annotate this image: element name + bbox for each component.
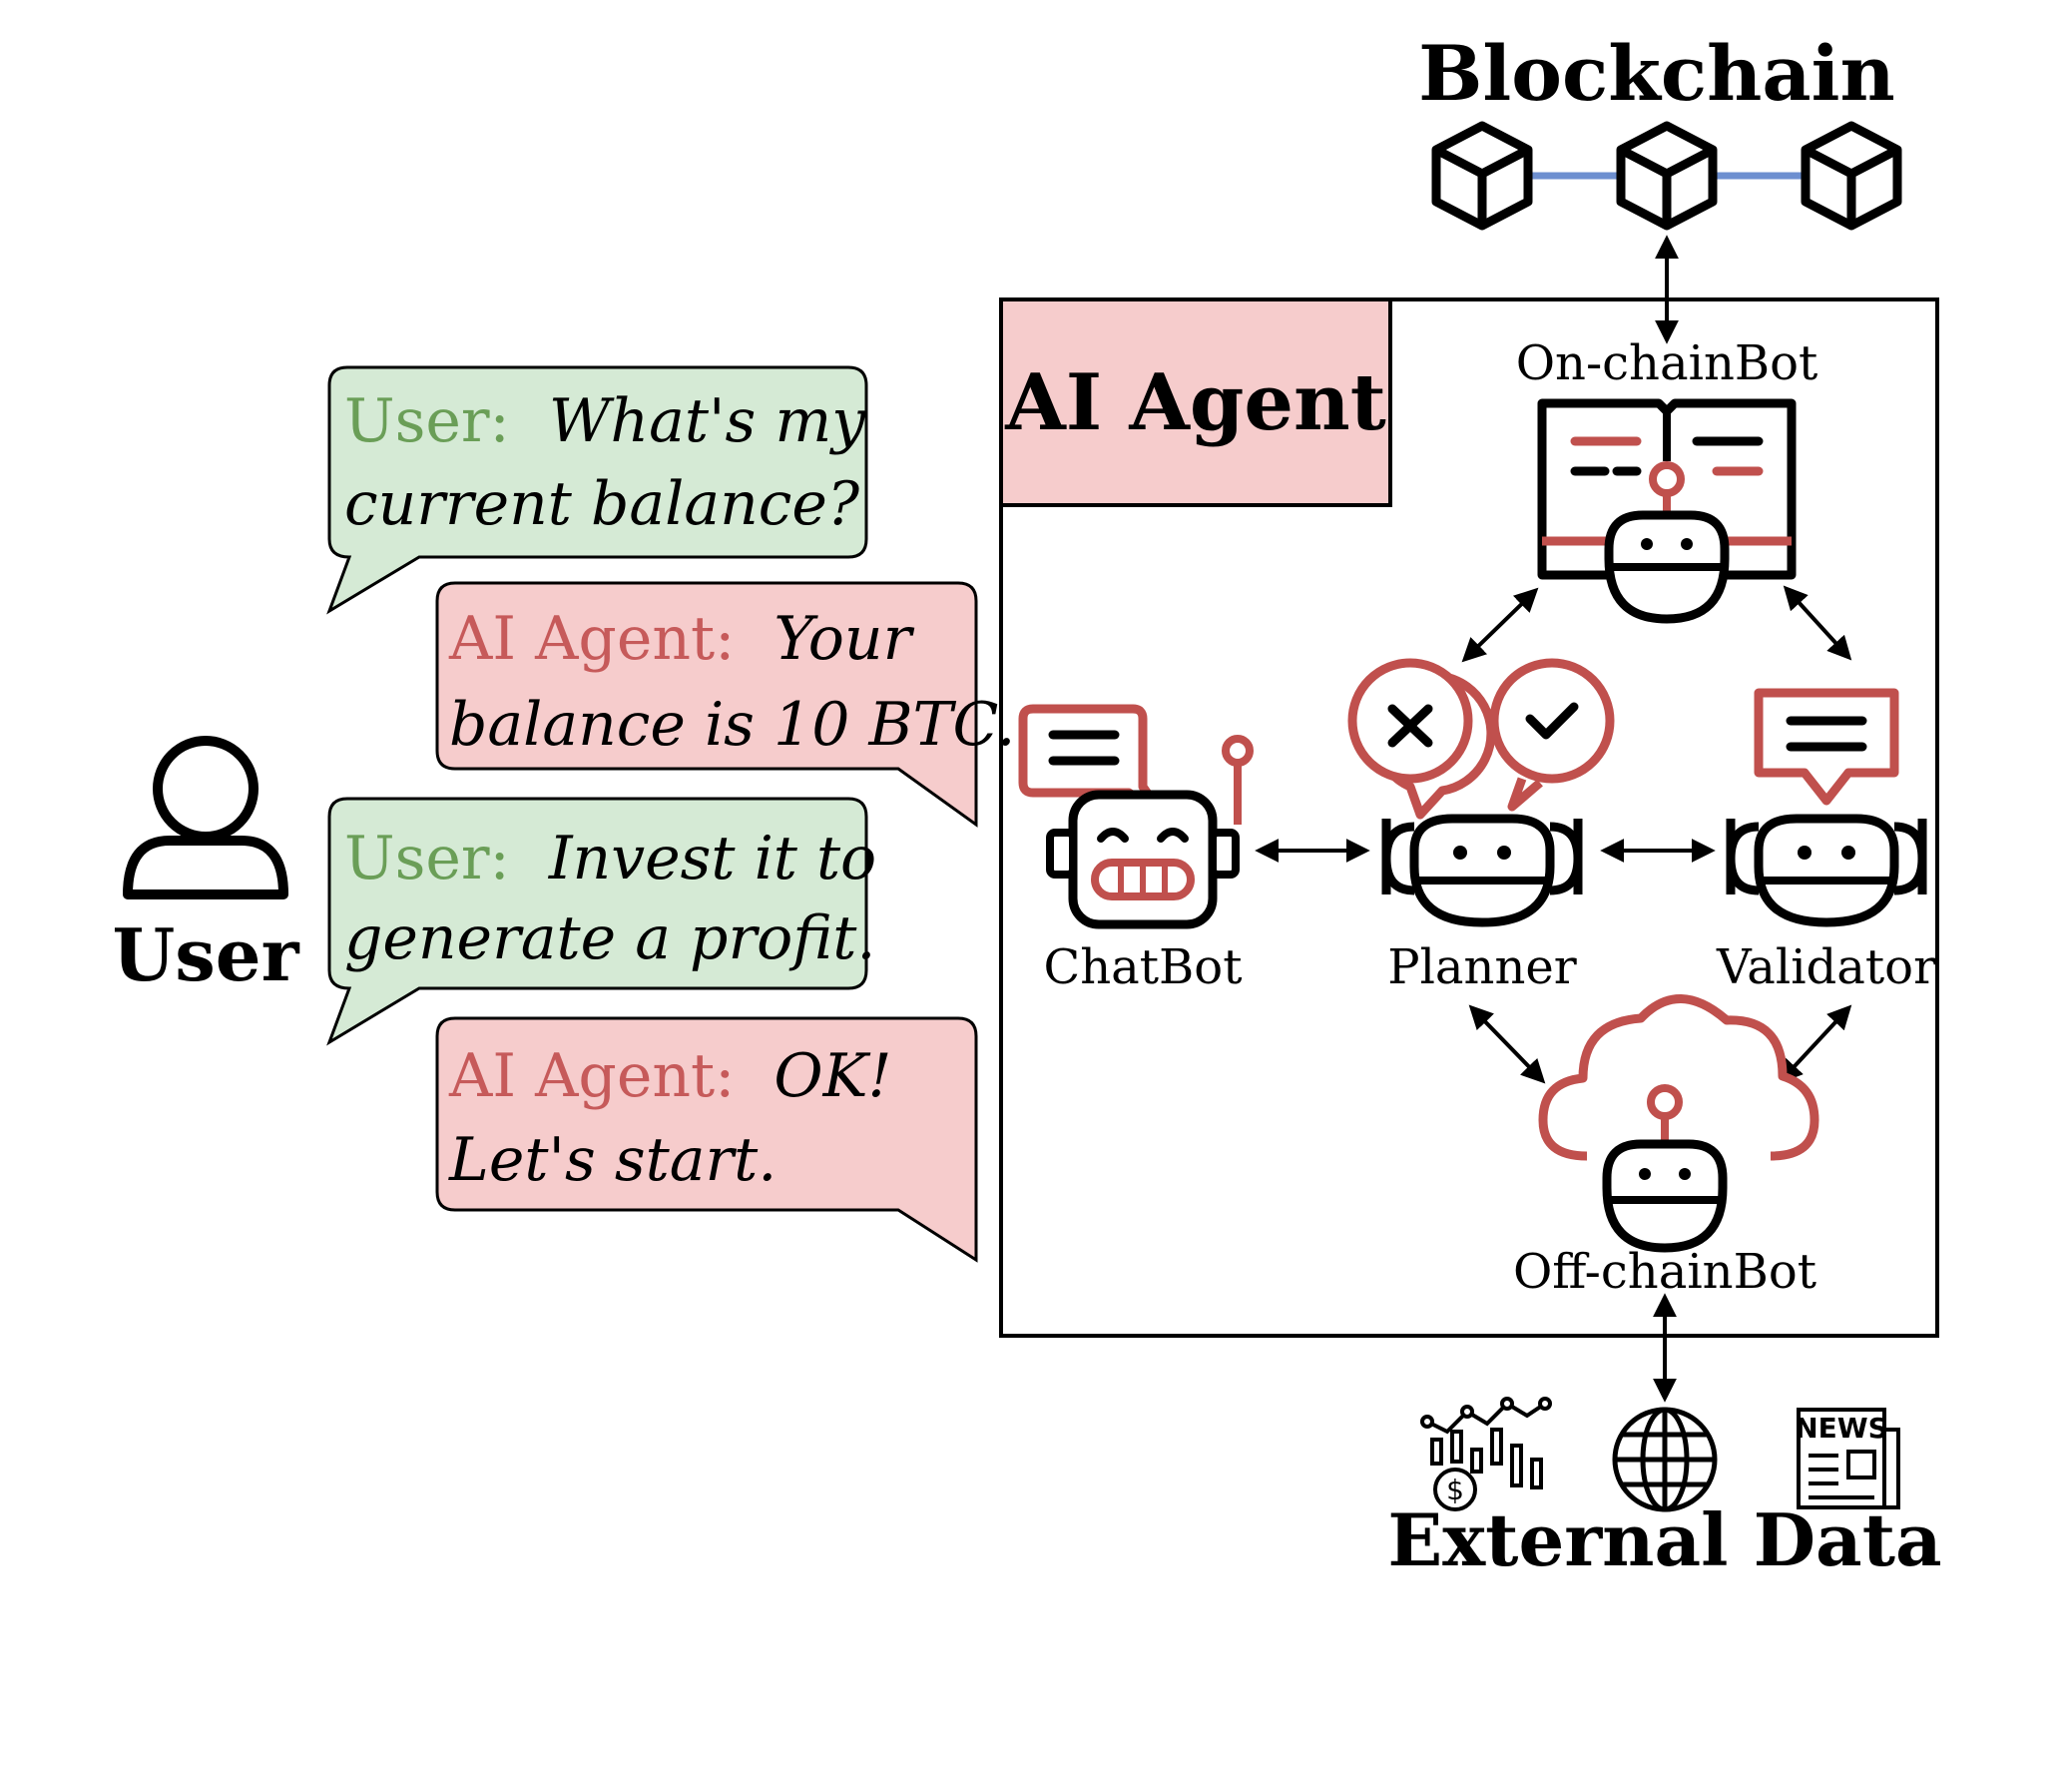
chat-speaker: AI Agent: [448,1041,735,1111]
agent-header [999,297,1392,507]
chat-line-2: Let's start. [448,1125,777,1195]
cube-icon [1616,121,1718,231]
chat-bubble-user: User: Invest it to generate a profit. [326,797,876,1046]
chat-text: What's my [549,386,866,456]
agent-title: AI Agent [1004,357,1386,448]
chat-speaker: User: [344,386,510,456]
cube-icon [1801,121,1902,231]
chat-line-2: current balance? [344,469,860,539]
onchain-label: On-chainBot [1516,335,1818,391]
chat-bubble-user: User: What's my current balance? [326,365,868,615]
chat-bubble-agent: AI Agent: OK! Let's start. [435,1016,978,1263]
chat-line-2: balance is 10 BTC. [449,690,1015,760]
chat-line-1: User: Invest it to [344,824,876,893]
planner-label: Planner [1387,939,1577,995]
cloud-robot-icon [1538,994,1819,1253]
agent-box [999,297,1939,1338]
blockchain-chain [1431,121,1902,231]
news-text: NEWS [1795,1412,1888,1445]
chat-line-1: AI Agent: OK! [448,1041,892,1111]
chatbot-label: ChatBot [1043,939,1242,995]
chat-line-1: User: What's my [344,386,866,456]
chat-text: Invest it to [548,824,876,893]
arrow-onchain-planner [1461,587,1539,663]
blockchain-title: Blockchain [1418,29,1895,118]
offchain-label: Off-chainBot [1513,1244,1816,1300]
svg-text:$: $ [1446,1474,1464,1506]
external-data-title: External Data [1387,1497,1941,1582]
stock-chart-icon: $ [1420,1397,1552,1511]
globe-icon [1612,1407,1718,1512]
chat-speaker: User: [344,824,510,893]
validator-robot-icon [1726,688,1927,927]
validator-label: Validator [1716,939,1936,995]
arrow-onchain-validator [1783,585,1852,661]
user-icon [123,736,288,899]
chat-text: Your [774,604,914,674]
arrow-planner-offchain [1468,1004,1546,1084]
chat-bubble-agent: AI Agent: Your balance is 10 BTC. [435,581,1015,828]
chat-text: OK! [774,1041,891,1111]
arrow-validator-offchain [1778,1004,1852,1084]
user-label: User [112,912,299,997]
planner-robot-icon [1347,658,1615,927]
chat-line-1: AI Agent: Your [448,604,915,674]
chat-robot-icon [1018,704,1254,929]
book-robot-icon [1537,398,1797,624]
cube-icon [1431,121,1533,231]
newspaper-icon: NEWS [1795,1408,1900,1509]
chat-speaker: AI Agent: [448,604,735,674]
chat-line-2: generate a profit. [344,903,875,973]
